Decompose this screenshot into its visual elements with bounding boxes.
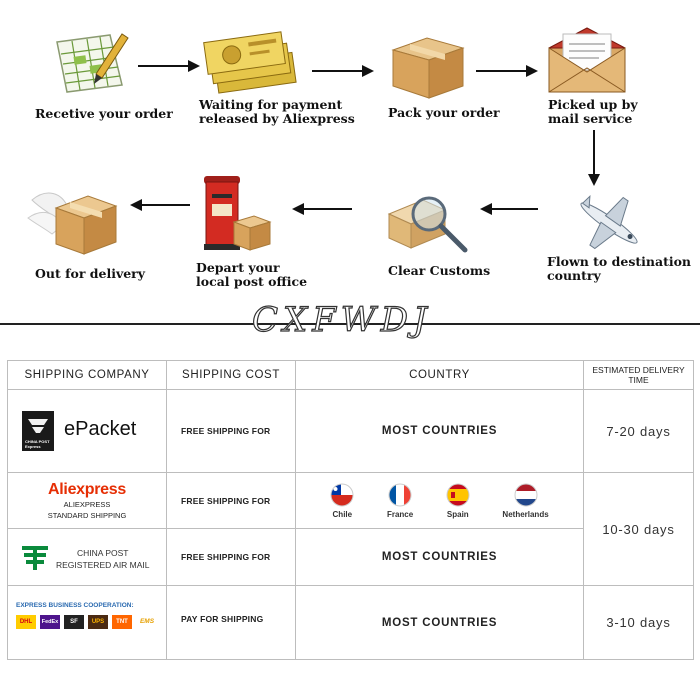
netherlands-flag-icon: [514, 483, 538, 506]
epacket-name: ePacket: [64, 417, 137, 440]
header-country: COUNTRY: [295, 360, 584, 390]
sf-logo-icon: SF: [64, 614, 84, 629]
cost-cell: PAY FOR SHIPPING: [166, 585, 296, 660]
dhl-logo-icon: DHL: [16, 614, 36, 629]
magnifier-box-icon: [387, 196, 468, 253]
step-label: Out for delivery: [35, 266, 146, 281]
company-express: EXPRESS BUSINESS COOPERATION: DHL FedEx …: [7, 585, 167, 660]
order-spreadsheet-icon: [56, 33, 129, 93]
arrow-right-icon: [138, 60, 200, 72]
country-cell: MOST COUNTRIES: [295, 528, 584, 586]
watermark: CXFWDJ: [251, 299, 432, 340]
table-row: EXPRESS BUSINESS COOPERATION: DHL FedEx …: [7, 585, 694, 660]
shipping-table: SHIPPING COMPANY SHIPPING COST COUNTRY E…: [7, 360, 694, 660]
china-post-logo-icon: [22, 545, 48, 570]
cost-cell: FREE SHIPPING FOR: [166, 472, 296, 529]
cost-cell: FREE SHIPPING FOR: [166, 389, 296, 473]
arrow-left-icon: [292, 203, 352, 215]
delivery-time-cell: 3-10 days: [583, 585, 694, 660]
aliexpress-logo: Aliexpress: [48, 480, 126, 498]
epacket-express-icon: [22, 410, 54, 451]
france-flag-icon: [388, 483, 412, 506]
chile-flag-icon: [330, 483, 354, 506]
flag-chile: Chile: [330, 483, 354, 519]
ems-logo-icon: EMS: [136, 614, 158, 629]
header-shipping-company: SHIPPING COMPANY: [7, 360, 167, 390]
step-label: Pack your order: [388, 105, 500, 120]
carrier-logos: DHL FedEx SF UPS TNT EMS: [16, 614, 158, 629]
arrow-right-icon: [476, 65, 538, 77]
winged-box-icon: [27, 192, 118, 255]
country-cell: MOST COUNTRIES: [295, 389, 584, 473]
arrow-left-icon: [480, 203, 538, 215]
package-box-icon: [391, 37, 465, 99]
arrow-left-icon: [130, 199, 190, 211]
express-title: EXPRESS BUSINESS COOPERATION:: [16, 601, 134, 609]
table-header-row: SHIPPING COMPANY SHIPPING COST COUNTRY E…: [7, 360, 694, 390]
header-shipping-cost: SHIPPING COST: [166, 360, 296, 390]
money-bills-icon: [203, 31, 297, 94]
fedex-logo-icon: FedEx: [40, 614, 60, 629]
post-box-icon: [204, 176, 272, 251]
delivery-time-cell: 10-30 days: [583, 472, 694, 586]
ups-logo-icon: UPS: [88, 614, 108, 629]
step-label: Clear Customs: [388, 263, 491, 278]
cost-cell: FREE SHIPPING FOR: [166, 528, 296, 586]
country-cell: MOST COUNTRIES: [295, 585, 584, 660]
arrow-right-icon: [312, 65, 374, 77]
section-divider: [0, 323, 700, 325]
spain-flag-icon: [446, 483, 470, 506]
step-label: Recetive your order: [35, 106, 173, 121]
flag-spain: Spain: [446, 483, 470, 519]
delivery-time-cell: 7-20 days: [583, 389, 694, 473]
country-flags-cell: Chile France Spain Netherlands: [295, 472, 584, 529]
flag-france: France: [387, 483, 413, 519]
tnt-logo-icon: TNT: [112, 614, 132, 629]
airplane-icon: [580, 194, 638, 250]
flag-netherlands: Netherlands: [502, 483, 549, 519]
mail-envelope-icon: [548, 27, 626, 93]
arrow-down-icon: [588, 130, 600, 186]
